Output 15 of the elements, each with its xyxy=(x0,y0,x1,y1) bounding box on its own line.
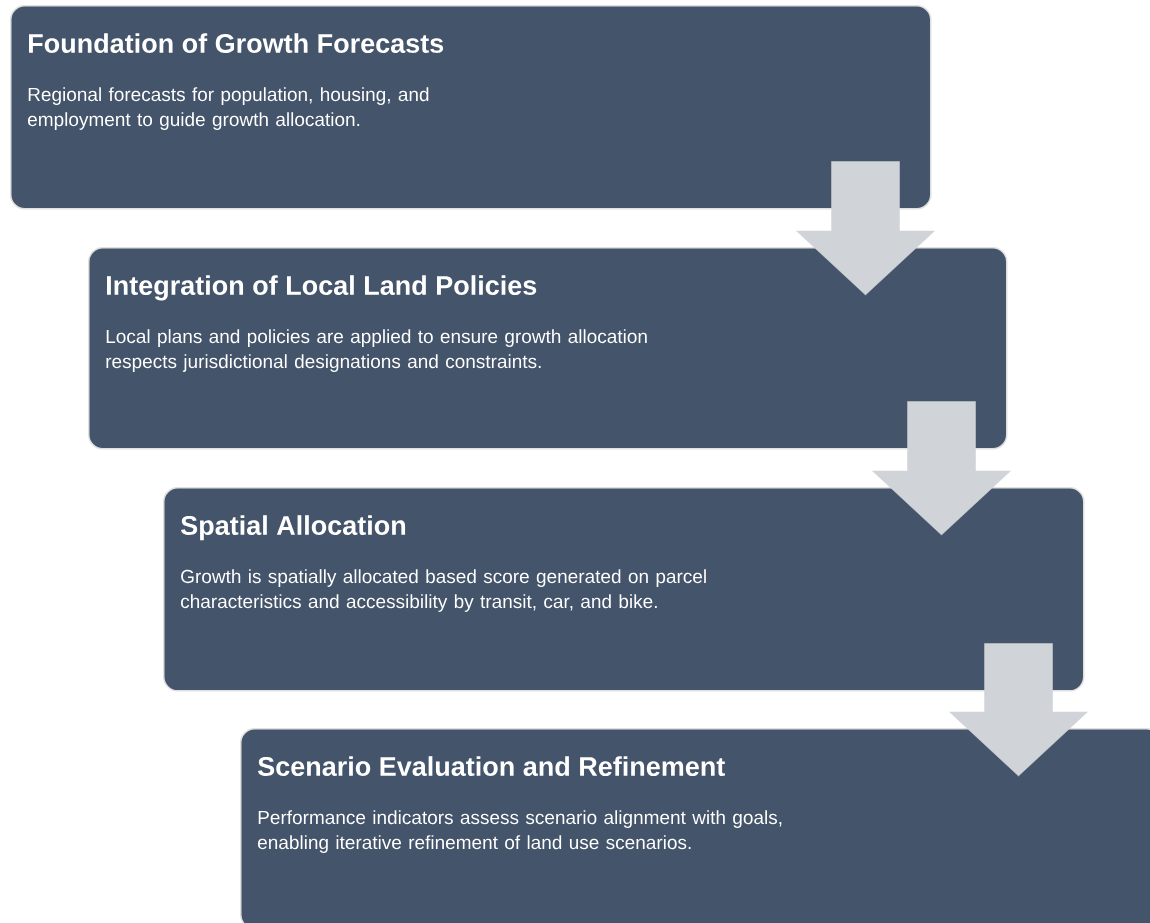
process-box xyxy=(10,5,932,210)
step-description: Regional forecasts for population, housing, and employment to guide growth allocation. xyxy=(28,87,429,130)
step-title: Foundation of Growth Forecasts xyxy=(29,33,444,54)
step-description: Growth is spatially allocated based score generated on parcel characteristics and accessibility by transit, car, and bike. xyxy=(181,569,706,612)
step-title: Spatial Allocation xyxy=(181,515,406,541)
step-description: Performance indicators assess scenario alignment with goals, enabling iterative refinement of land use scenarios. xyxy=(258,810,782,853)
process-box xyxy=(163,487,1085,692)
step-description: Local plans and policies are applied to ensure growth allocation respects jurisdictional designations and constraints. xyxy=(106,329,647,372)
arrow xyxy=(872,401,1011,536)
arrow xyxy=(796,161,935,296)
process-box xyxy=(88,247,1008,450)
step-title: Scenario Evaluation and Refinement xyxy=(258,756,725,777)
step-title: Integration of Local Land Policies xyxy=(107,275,537,301)
arrow xyxy=(949,643,1088,777)
process-box xyxy=(240,728,1150,923)
